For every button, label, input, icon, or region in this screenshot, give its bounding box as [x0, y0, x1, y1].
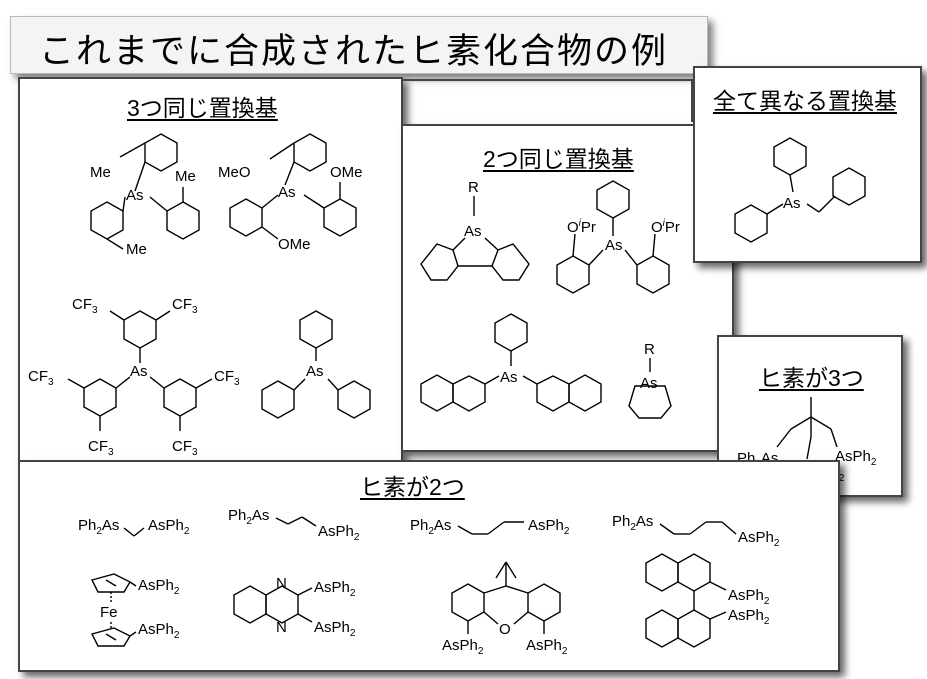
svg-text:Ph2As: Ph2As — [228, 507, 269, 527]
structure-diarsinopropane: Ph2As AsPh2 — [410, 517, 570, 537]
svg-text:Ph2As: Ph2As — [410, 517, 451, 537]
label-cf3: CF — [214, 368, 234, 385]
label-as: As — [126, 187, 144, 204]
two-arsenic-structures: Ph2As AsPh2 Ph2As AsPh2 Ph2As AsPh2 Ph2A… — [78, 507, 780, 657]
label-cf3: CF — [72, 296, 92, 313]
label-r: R — [468, 179, 479, 196]
label-n: N — [276, 575, 287, 592]
structure-dinaphthyl-arsine: As — [420, 313, 602, 412]
svg-text:AsPh2: AsPh2 — [318, 523, 360, 543]
heading-three-same: 3つ同じ置換基 — [127, 95, 278, 121]
svg-text:CF3: CF3 — [172, 296, 198, 316]
label-asph2: AsPh — [835, 448, 871, 465]
svg-text:AsPh2: AsPh2 — [314, 619, 356, 639]
label-as: As — [130, 363, 148, 380]
svg-text:OiPr: OiPr — [651, 218, 680, 236]
label-cf3: CF — [172, 438, 192, 455]
svg-text:CF3: CF3 — [72, 296, 98, 316]
section-all-different: 全て異なる置換基 As — [693, 66, 922, 263]
structure-bis-isopropoxyphenyl-arsine: As OiPr OiPr — [556, 180, 680, 294]
label-o: O — [567, 219, 579, 236]
svg-text:AsPh2: AsPh2 — [528, 517, 570, 537]
label-cf3: CF — [28, 368, 48, 385]
structure-diarsinobutane: Ph2As AsPh2 — [612, 513, 780, 549]
structure-diarsinoferrocene: AsPh2 Fe AsPh2 — [90, 573, 180, 647]
svg-text:CF3: CF3 — [172, 438, 198, 458]
label-fe: Fe — [100, 604, 118, 621]
label-as: As — [500, 369, 518, 386]
svg-text:CF3: CF3 — [88, 438, 114, 458]
structure-binap-as: AsPh2 AsPh2 — [645, 553, 770, 648]
structure-tricyclohexyl-arsine: As — [261, 310, 371, 419]
structure-arsolane: R As — [628, 341, 672, 419]
structure-xantphos-as: O AsPh2 AsPh2 — [442, 561, 568, 657]
two-same-structures: R As As OiPr OiPr As — [420, 179, 680, 419]
label-as: As — [605, 237, 623, 254]
svg-text:AsPh2: AsPh2 — [314, 579, 356, 599]
label-me: Me — [90, 164, 111, 181]
structure-benzyl-cyclohexyl-phenyl-arsine: As — [734, 137, 866, 243]
three-same-structures: As Me Me Me As MeO OMe OMe — [28, 133, 371, 458]
label-as: As — [640, 375, 658, 392]
structure-diarsinoethane: Ph2As AsPh2 — [228, 507, 360, 543]
svg-text:AsPh2: AsPh2 — [138, 621, 180, 641]
heading-three-arsenic: ヒ素が3つ — [759, 365, 864, 391]
svg-text:AsPh2: AsPh2 — [442, 637, 484, 657]
structure-diarsinoquinoxaline: N N AsPh2 AsPh2 — [233, 575, 356, 639]
connector-frame — [403, 79, 693, 122]
svg-text:AsPh2: AsPh2 — [728, 587, 770, 607]
svg-text:AsPh2: AsPh2 — [835, 448, 877, 468]
structure-tri-o-tolyl-arsine: As Me Me Me — [90, 133, 200, 258]
label-as: As — [278, 184, 296, 201]
label-o: O — [499, 621, 511, 638]
label-as: As — [783, 195, 801, 212]
label-me: Me — [126, 241, 147, 258]
structure-tris-bis-cf3-phenyl-arsine: As CF3 CF3 CF3 CF3 CF3 CF3 — [28, 296, 240, 458]
svg-text:AsPh2: AsPh2 — [526, 637, 568, 657]
label-ome: OMe — [330, 164, 363, 181]
section-two-same: 2つ同じ置換基 R As As OiPr OiPr — [401, 124, 734, 452]
label-n: N — [276, 619, 287, 636]
section-three-same: 3つ同じ置換基 As Me Me Me — [18, 77, 403, 462]
label-r: R — [644, 341, 655, 358]
heading-all-different: 全て異なる置換基 — [713, 88, 897, 114]
svg-text:AsPh2: AsPh2 — [728, 607, 770, 627]
section-two-arsenic: ヒ素が2つ Ph2As AsPh2 Ph2As AsPh2 Ph2As AsPh… — [18, 460, 840, 672]
svg-text:AsPh2: AsPh2 — [148, 517, 190, 537]
svg-text:Ph2As: Ph2As — [78, 517, 119, 537]
label-me: Me — [175, 168, 196, 185]
label-as: As — [306, 363, 324, 380]
label-o: O — [651, 219, 663, 236]
title-banner: これまでに合成されたヒ素化合物の例 — [10, 16, 708, 74]
structure-diarsinomethane: Ph2As AsPh2 — [78, 517, 190, 537]
svg-text:CF3: CF3 — [28, 368, 54, 388]
label-meo: MeO — [218, 164, 251, 181]
structure-tri-o-anisyl-arsine: As MeO OMe OMe — [218, 133, 363, 253]
structure-arsafluorene: R As — [420, 179, 530, 281]
page-title: これまでに合成されたヒ素化合物の例 — [39, 32, 669, 71]
svg-text:CF3: CF3 — [214, 368, 240, 388]
label-cf3: CF — [88, 438, 108, 455]
svg-text:Ph2As: Ph2As — [612, 513, 653, 533]
heading-two-arsenic: ヒ素が2つ — [360, 474, 465, 500]
heading-two-same: 2つ同じ置換基 — [483, 146, 634, 172]
svg-text:AsPh2: AsPh2 — [138, 577, 180, 597]
all-different-structure: As — [734, 137, 866, 243]
svg-text:OiPr: OiPr — [567, 218, 596, 236]
svg-text:AsPh2: AsPh2 — [738, 529, 780, 549]
label-cf3: CF — [172, 296, 192, 313]
label-ome: OMe — [278, 236, 311, 253]
label-as: As — [464, 223, 482, 240]
